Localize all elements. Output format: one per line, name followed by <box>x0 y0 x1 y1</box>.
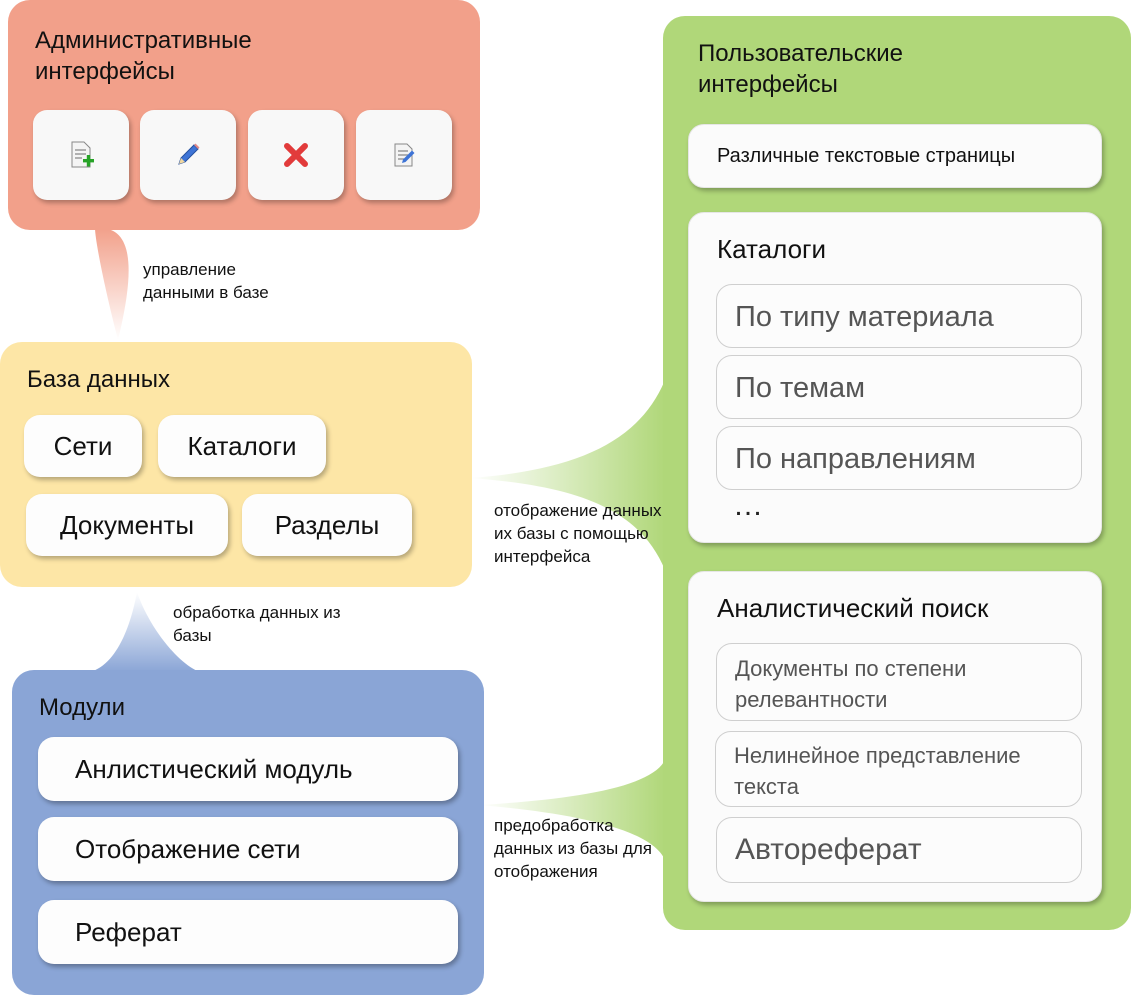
modules-title: Модули <box>39 694 125 721</box>
search-item-label: Нелинейное представление текста <box>734 743 1021 799</box>
text-pages-label: Различные текстовые страницы <box>717 145 1016 167</box>
db-user-note: отображение данных их базы с помощью инт… <box>494 501 662 566</box>
analytic-search-card: Аналистический поиск Документы по степен… <box>688 571 1102 902</box>
module-analytic[interactable]: Анлистический модуль <box>38 737 458 801</box>
modules-user-connector <box>480 760 665 860</box>
admin-db-connector <box>95 228 129 340</box>
db-user-connector <box>470 380 665 570</box>
search-item-relevance[interactable]: Документы по степени релевантности <box>716 643 1082 721</box>
admin-title: Административные интерфейсы <box>35 27 252 85</box>
catalogs-title: Каталоги <box>717 234 827 264</box>
db-modules-connector <box>90 592 200 672</box>
module-abstract[interactable]: Реферат <box>38 900 458 964</box>
db-item-documents[interactable]: Документы <box>26 494 228 556</box>
database-title: База данных <box>27 366 170 393</box>
search-item-label: Автореферат <box>735 833 922 866</box>
analytic-search-title: Аналистический поиск <box>717 593 989 623</box>
search-item-nonlinear[interactable]: Нелинейное представление текста <box>715 731 1082 807</box>
catalog-item-directions[interactable]: По направлениям <box>716 426 1082 490</box>
catalog-item-label: По темам <box>735 372 866 404</box>
user-title: Пользовательские интерфейсы <box>698 40 903 98</box>
modules-user-note: предобработка данных из базы для отображ… <box>494 816 652 881</box>
search-item-label: Документы по степени релевантности <box>735 656 967 712</box>
catalog-item-label: По типу материала <box>735 301 994 333</box>
catalog-item-material-type[interactable]: По типу материала <box>716 284 1082 348</box>
database-panel: База данных Сети Каталоги Документы Разд… <box>0 342 472 587</box>
admin-db-note: управление данными в базе <box>143 260 269 302</box>
catalogs-more: … <box>733 489 763 522</box>
db-modules-note: обработка данных из базы <box>173 603 341 645</box>
db-item-networks[interactable]: Сети <box>24 415 142 477</box>
db-item-sections[interactable]: Разделы <box>242 494 412 556</box>
delete-x-icon <box>284 143 308 167</box>
edit-button[interactable] <box>140 110 236 200</box>
db-item-catalogs[interactable]: Каталоги <box>158 415 326 477</box>
add-document-button[interactable] <box>33 110 129 200</box>
catalog-item-topics[interactable]: По темам <box>716 355 1082 419</box>
module-network-display[interactable]: Отображение сети <box>38 817 458 881</box>
delete-button[interactable] <box>248 110 344 200</box>
add-document-icon <box>71 141 94 168</box>
catalog-item-label: По направлениям <box>735 443 976 475</box>
search-item-autoabstract[interactable]: Автореферат <box>716 817 1082 883</box>
admin-panel: Административные интерфейсы <box>8 0 480 230</box>
text-pages-card[interactable]: Различные текстовые страницы <box>688 124 1102 188</box>
catalogs-card: Каталоги По типу материала По темам По н… <box>688 212 1102 543</box>
pencil-icon <box>178 143 200 165</box>
edit-document-button[interactable] <box>356 110 452 200</box>
edit-document-icon <box>394 143 415 167</box>
